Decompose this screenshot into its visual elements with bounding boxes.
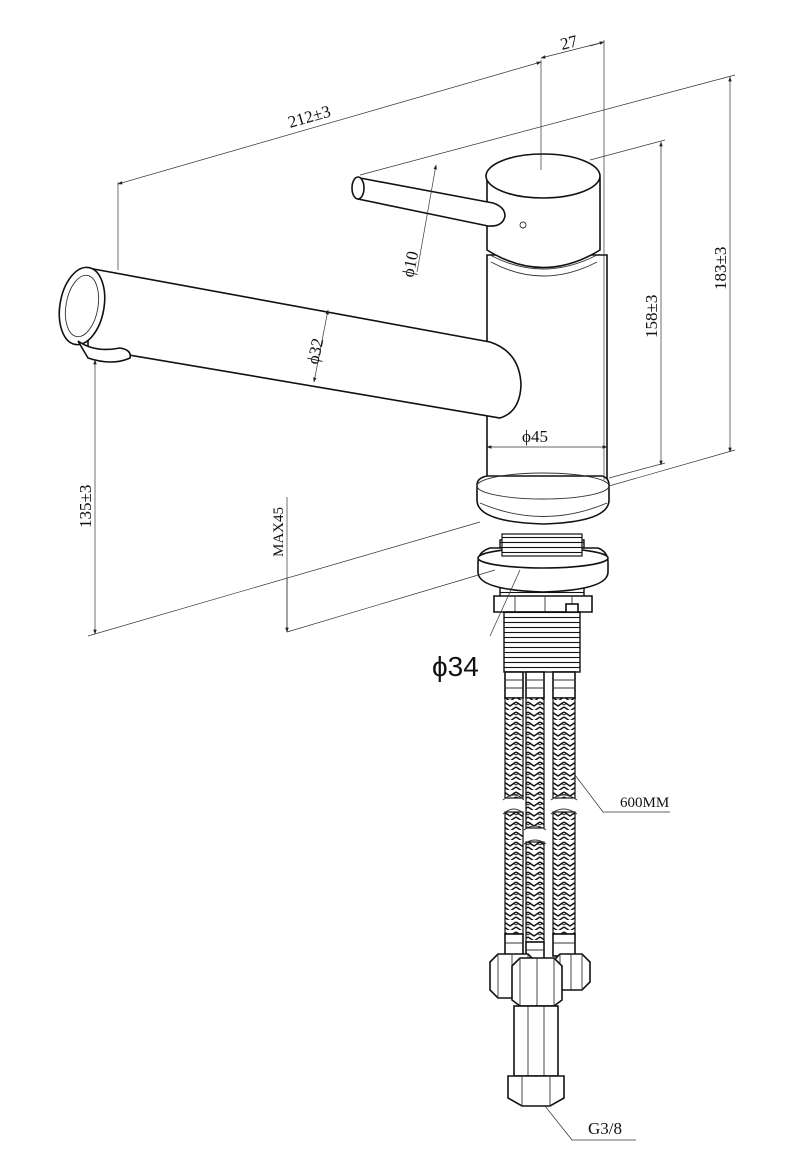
label-total-height: 183±3 [711,247,730,290]
label-shank-diameter: ϕ34 [432,651,479,682]
label-spout-height: 135±3 [76,485,95,528]
label-lever-diameter: ϕ10 [398,249,422,278]
label-body-height: 158±3 [642,295,661,338]
label-overall-reach: 212±3 [286,102,333,132]
faucet-body [476,153,610,525]
dimension-lines [87,40,736,1141]
braided-hoses [489,697,591,1107]
label-lever-offset: 27 [558,31,580,54]
mounting-shank [477,533,609,699]
label-max-deck-thickness: MAX45 [271,507,287,557]
spout [58,266,522,419]
label-spout-diameter: ϕ32 [303,336,327,365]
label-hose-length: 600MM [620,795,669,811]
lever-handle [351,176,506,227]
label-body-diameter: ϕ45 [522,427,548,446]
label-connection-thread: G3/8 [588,1119,622,1138]
